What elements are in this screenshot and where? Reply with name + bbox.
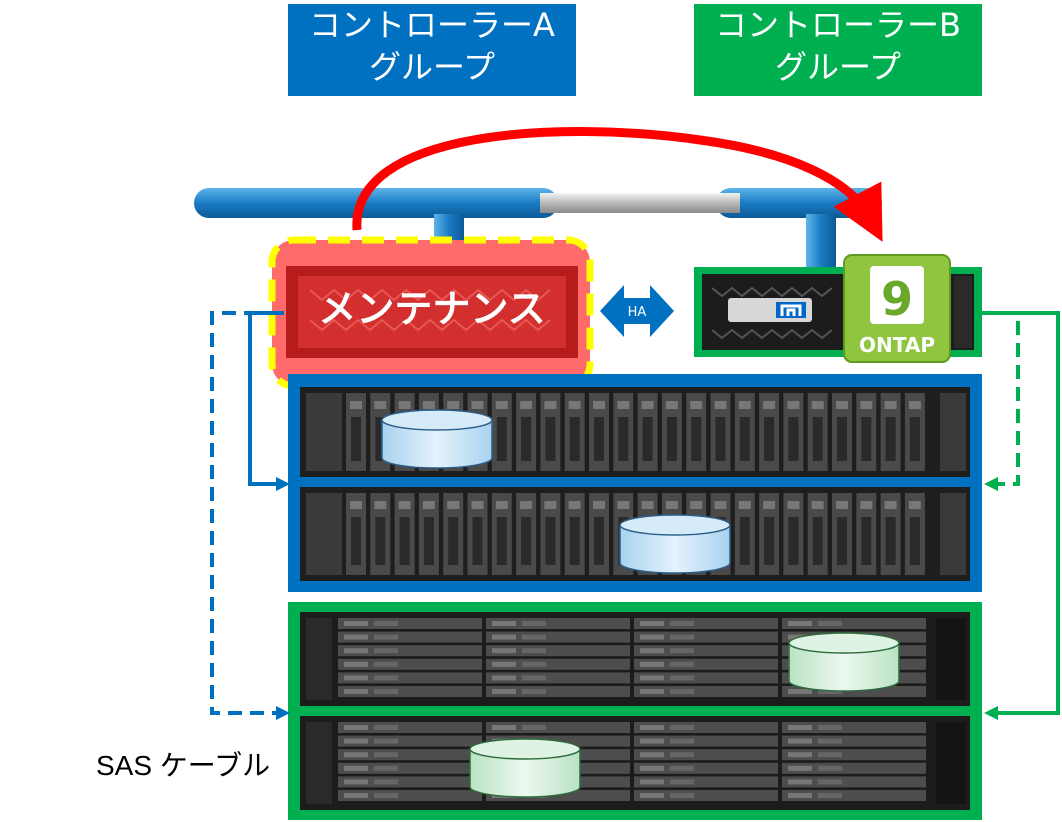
- drive-bay: [338, 749, 482, 761]
- drive-bay: [782, 735, 926, 747]
- drive-bay: [634, 631, 778, 643]
- drive-bay: [634, 790, 778, 801]
- sas-cable-a: [210, 311, 290, 720]
- ontap-name: ONTAP: [859, 333, 935, 357]
- drive-bay: [486, 631, 630, 643]
- drive-bay: [634, 658, 778, 670]
- drive-bay: [338, 722, 482, 733]
- sas-cable-label: SAS ケーブル: [96, 750, 271, 781]
- sas-cable-b: [982, 311, 1060, 720]
- controller-b-group-label: コントローラーB グループ: [694, 4, 982, 96]
- drive-bay: [338, 776, 482, 788]
- drive-bay: [338, 686, 482, 697]
- drive-bay: [486, 672, 630, 684]
- drive-bay: [338, 762, 482, 774]
- drive-bay: [634, 645, 778, 657]
- controller-a-maintenance: メンテナンス: [268, 236, 594, 390]
- drive-bay: [782, 762, 926, 774]
- drive-bay: [338, 735, 482, 747]
- drive-bay: [338, 645, 482, 657]
- drive-bay: [782, 790, 926, 801]
- drive-bay: [782, 776, 926, 788]
- controller-b-subtitle: グループ: [774, 48, 902, 86]
- shelf-ear: [306, 618, 332, 700]
- shelf-ear: [306, 493, 342, 575]
- drive-bay: [338, 672, 482, 684]
- disk-icon: [381, 409, 493, 469]
- ontap-badge: 9 ONTAP: [843, 254, 951, 363]
- disk-icon: [619, 514, 731, 574]
- drive-bay: [486, 618, 630, 629]
- disk-icon: [469, 738, 581, 798]
- drive-bay: [486, 722, 630, 733]
- maintenance-label: メンテナンス: [318, 287, 545, 331]
- drive-bay: [634, 749, 778, 761]
- drive-bay: [338, 618, 482, 629]
- disk-icon: [788, 632, 900, 692]
- drive-bay: [782, 722, 926, 733]
- drive-bay: [486, 645, 630, 657]
- drive-bay: [486, 686, 630, 697]
- controller-a-group-label: コントローラーA グループ: [288, 4, 576, 96]
- shelf-ear: [306, 393, 342, 471]
- ha-label: HA: [628, 305, 647, 320]
- drive-bay: [634, 762, 778, 774]
- drive-bay: [782, 618, 926, 629]
- drive-bay: [634, 686, 778, 697]
- controller-b-title: コントローラーB: [715, 6, 961, 44]
- drive-bay: [782, 749, 926, 761]
- drive-bay: [338, 631, 482, 643]
- drive-bay: [338, 658, 482, 670]
- drive-bay: [634, 735, 778, 747]
- drive-bay: [634, 618, 778, 629]
- failover-arrow: [352, 127, 883, 242]
- shelf-ear: [306, 722, 332, 804]
- drive-bay: [634, 672, 778, 684]
- drive-bay: [486, 658, 630, 670]
- drive-bay: [634, 776, 778, 788]
- controller-a-subtitle: グループ: [368, 48, 496, 86]
- ontap-version: 9: [881, 272, 913, 326]
- controller-a-title: コントローラーA: [309, 6, 555, 44]
- ha-link: HA: [600, 285, 674, 337]
- drive-bay: [634, 722, 778, 733]
- drive-bay: [338, 790, 482, 801]
